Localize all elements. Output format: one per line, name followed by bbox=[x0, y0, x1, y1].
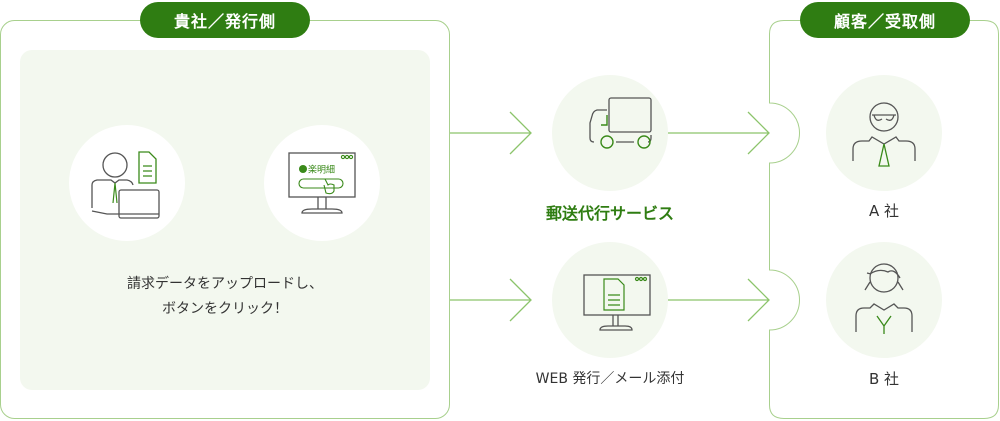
mail-service-circle bbox=[552, 75, 668, 191]
truck-icon bbox=[589, 97, 652, 149]
receiver-badge: 顧客／受取側 bbox=[800, 2, 970, 38]
businessman-icon bbox=[852, 102, 916, 167]
arrow-mail-to-customer bbox=[668, 111, 770, 155]
company-a-circle bbox=[826, 75, 942, 191]
monitor-document-icon bbox=[583, 274, 651, 331]
company-b-circle bbox=[826, 242, 942, 358]
arrow-to-web bbox=[450, 278, 532, 322]
person-laptop-icon bbox=[91, 151, 160, 219]
businesswoman-icon bbox=[855, 263, 913, 334]
uploader-circle bbox=[69, 125, 185, 241]
company-a-label: A 社 bbox=[868, 202, 900, 220]
arrow-to-mail bbox=[450, 111, 532, 155]
receiver-frame bbox=[769, 20, 999, 419]
web-issue-label: WEB 発行／メール添付 bbox=[535, 371, 685, 387]
monitor-logo-text: 楽明細 bbox=[308, 164, 335, 176]
mail-service-label: 郵送代行サービス bbox=[545, 204, 674, 223]
upload-screen-circle: 楽明細 bbox=[264, 125, 380, 241]
web-issue-circle bbox=[552, 242, 668, 358]
instruction-line-1: 請求データをアップロードし、 bbox=[127, 276, 323, 292]
sender-badge: 貴社／発行側 bbox=[140, 2, 310, 38]
arrow-web-to-customer bbox=[668, 278, 770, 322]
monitor-click-icon: 楽明細 bbox=[288, 152, 356, 214]
instruction-line-2: ボタンをクリック！ bbox=[162, 301, 288, 317]
instruction-text: 請求データをアップロードし、 ボタンをクリック！ bbox=[20, 272, 430, 322]
company-b-label: B 社 bbox=[868, 370, 900, 388]
